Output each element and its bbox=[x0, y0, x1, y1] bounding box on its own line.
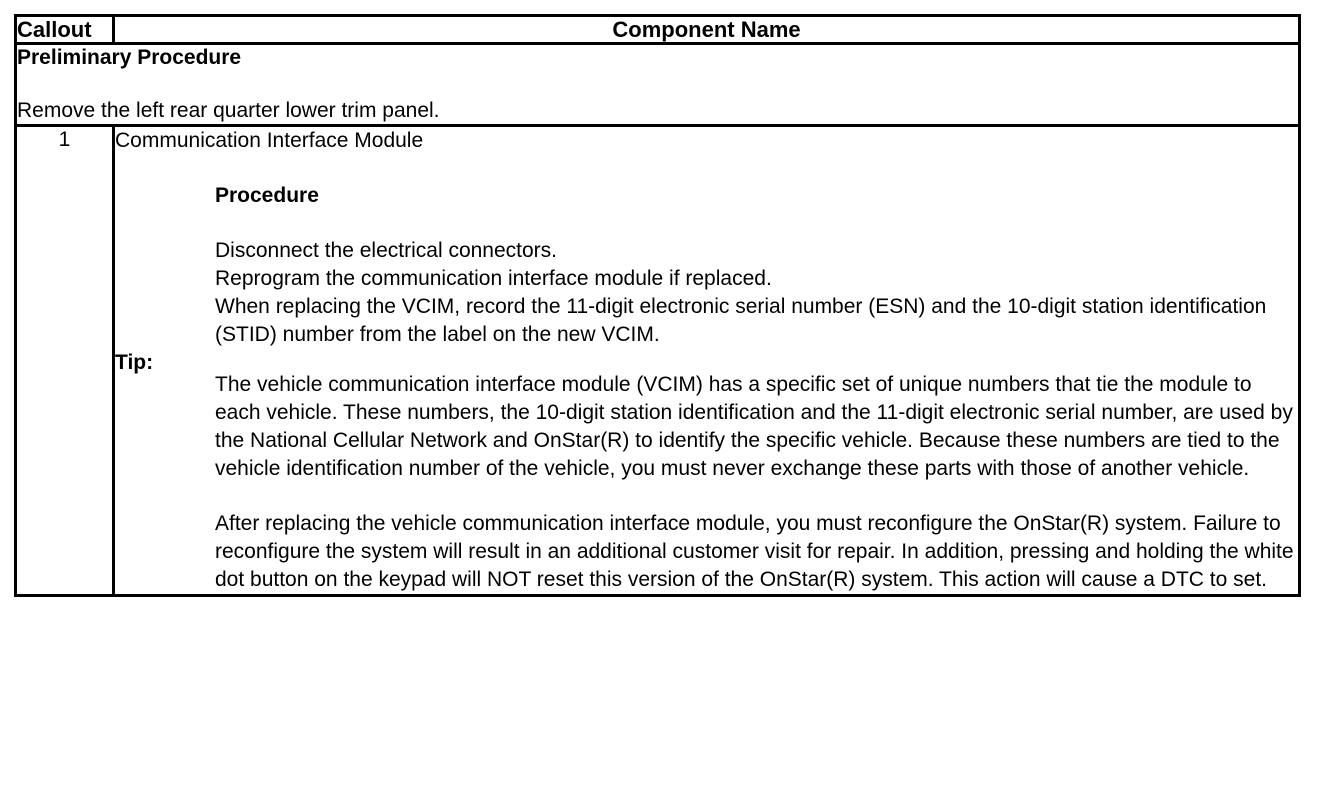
procedure-heading: Procedure bbox=[215, 184, 319, 208]
component-detail-cell: Communication Interface Module Procedure… bbox=[112, 123, 1301, 597]
service-procedure-table: Callout Component Name Preliminary Proce… bbox=[14, 13, 1301, 597]
procedure-step: Reprogram the communication interface mo… bbox=[215, 267, 772, 291]
procedure-step: Disconnect the electrical connectors. bbox=[215, 239, 557, 263]
preliminary-procedure-row: Preliminary Procedure Remove the left re… bbox=[14, 42, 1301, 127]
tip-paragraph: After replacing the vehicle communicatio… bbox=[215, 511, 1294, 591]
callout-number-cell: 1 bbox=[14, 123, 115, 597]
preliminary-procedure-cell: Preliminary Procedure Remove the left re… bbox=[14, 42, 1301, 127]
procedure-steps-list: Disconnect the electrical connectors. Re… bbox=[215, 237, 1298, 349]
spacer bbox=[115, 155, 1298, 182]
header-cell-component-name: Component Name bbox=[112, 13, 1301, 46]
table-row: 1 Communication Interface Module Procedu… bbox=[14, 123, 1301, 597]
component-name-label: Communication Interface Module bbox=[115, 128, 424, 152]
spacer bbox=[115, 349, 1298, 371]
tip-label: Tip: bbox=[115, 350, 154, 374]
tip-section: Tip: bbox=[115, 349, 1298, 374]
preliminary-procedure-title: Preliminary Procedure bbox=[17, 46, 242, 70]
table-header-row: Callout Component Name bbox=[14, 13, 1301, 46]
spacer bbox=[115, 210, 1298, 237]
header-cell-callout: Callout bbox=[14, 13, 115, 46]
tip-paragraph: The vehicle communication interface modu… bbox=[215, 372, 1293, 480]
spacer bbox=[17, 71, 1298, 98]
preliminary-procedure-text: Remove the left rear quarter lower trim … bbox=[17, 99, 440, 123]
procedure-step: When replacing the VCIM, record the 11-d… bbox=[215, 295, 1267, 347]
spacer bbox=[115, 483, 1298, 510]
